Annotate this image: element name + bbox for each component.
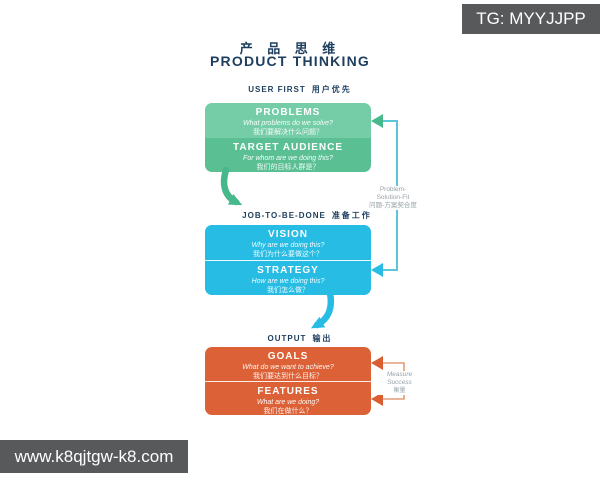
section-title: STRATEGY [257,264,319,276]
section-question-en: For whom are we doing this? [243,154,333,162]
stage-label-user-first: USER FIRST 用户优先 [215,84,385,95]
problem-solution-fit-note: Problem- Solution-Fit 问题-方案契合度 [362,186,424,210]
stage-label-cn: 准备工作 [331,211,372,220]
page-title-english: PRODUCT THINKING [210,53,370,69]
goals-section: GOALS What do we want to achieve? 我们要达到什… [205,347,371,381]
section-question-en: How are we doing this? [251,277,325,285]
stage-label-output: OUTPUT 输出 [215,333,385,344]
arrowhead-orange-icon [371,356,383,370]
section-title: TARGET AUDIENCE [233,141,343,153]
strategy-section: STRATEGY How are we doing this? 我们怎么做？ [205,259,371,296]
section-question-cn: 我们在做什么？ [263,408,313,415]
section-title: GOALS [267,351,309,362]
watermark-url: www.k8qjtgw-k8.com [0,440,188,473]
note-line: Success [387,379,412,386]
section-question-cn: 我们为什么要做这个？ [253,251,323,258]
stage-label-job-to-be-done: JOB-TO-BE-DONE 准备工作 [222,210,392,221]
vision-section: VISION Why are we doing this? 我们为什么要做这个？ [205,225,371,260]
stage-label-en: USER FIRST [248,85,306,94]
measure-success-note: Measure Success 衡量 [372,371,427,395]
curved-arrow-green-icon [220,166,243,206]
section-question-en: What problems do we solve? [243,120,333,127]
stage-label-en: OUTPUT [267,334,307,343]
curved-arrow-blue-icon [310,289,335,329]
note-line-cn: 衡量 [393,388,406,394]
section-question-en: What are we doing? [256,399,320,406]
section-title: FEATURES [257,386,319,397]
section-question-cn: 我们的目标人群是？ [256,163,320,171]
user-first-box: PROBLEMS What problems do we solve? 我们要解… [205,103,371,172]
target-audience-section: TARGET AUDIENCE For whom are we doing th… [205,137,371,172]
note-line: Measure [386,371,413,378]
problems-section: PROBLEMS What problems do we solve? 我们要解… [205,103,371,138]
arrowhead-green-icon [371,114,383,128]
note-line-cn: 问题-方案契合度 [369,202,417,209]
note-line: Problem- [379,186,407,193]
output-box: GOALS What do we want to achieve? 我们要达到什… [205,347,371,415]
section-question-cn: 我们要达到什么目标？ [253,373,323,380]
stage-label-cn: 用户优先 [311,85,352,94]
section-title: PROBLEMS [255,107,321,118]
section-question-en: What do we want to achieve? [242,364,334,371]
arrowhead-blue-icon [371,263,383,277]
stage-label-en: JOB-TO-BE-DONE [242,211,326,220]
section-question-cn: 我们要解决什么问题？ [253,129,323,136]
job-to-be-done-box: VISION Why are we doing this? 我们为什么要做这个？… [205,225,371,295]
note-line: Solution-Fit [376,194,410,201]
measure-bracket-top [383,362,405,371]
section-question-en: Why are we doing this? [251,242,325,249]
section-question-cn: 我们怎么做？ [267,286,309,294]
features-section: FEATURES What are we doing? 我们在做什么？ [205,381,371,415]
watermark-telegram: TG: MYYJJPP [462,4,600,34]
page-title-chinese: 产 品 思 维 [239,42,341,57]
section-title: VISION [268,229,308,240]
stage-label-cn: 输出 [312,334,333,343]
